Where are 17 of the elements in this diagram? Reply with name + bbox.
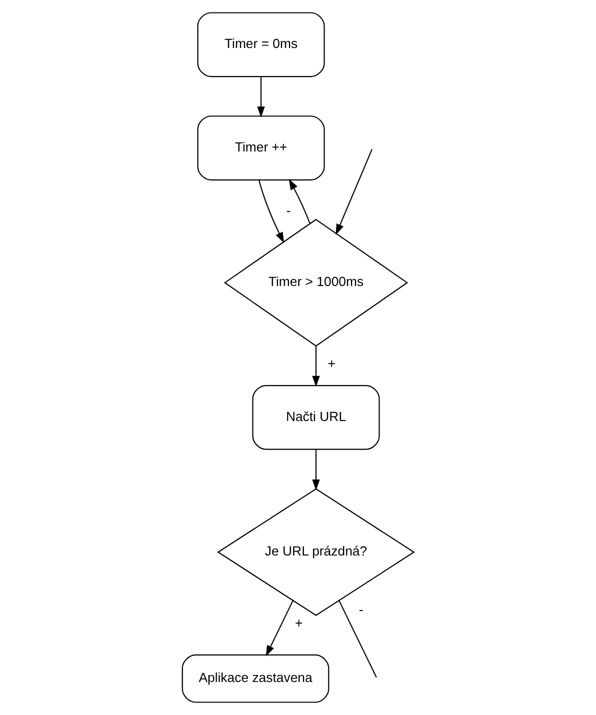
- arrow: [312, 346, 320, 387]
- arrow: [257, 76, 265, 118]
- arrow: [288, 178, 310, 224]
- node-box: Aplikace zastavena: [182, 654, 330, 703]
- arrow: [336, 149, 373, 236]
- connector: [338, 600, 377, 678]
- node-diamond: Timer > 1000ms: [224, 218, 408, 347]
- node-box: Načti URL: [252, 385, 380, 450]
- arrow: [266, 600, 294, 656]
- edge-label: +: [294, 615, 303, 630]
- edge-label: -: [358, 602, 364, 617]
- node-box: Timer ++: [197, 116, 325, 180]
- edge-label: +: [328, 356, 336, 372]
- arrow: [258, 180, 284, 244]
- node-box: Timer = 0ms: [197, 12, 325, 78]
- edge-label: -: [286, 203, 291, 218]
- arrow: [312, 450, 320, 491]
